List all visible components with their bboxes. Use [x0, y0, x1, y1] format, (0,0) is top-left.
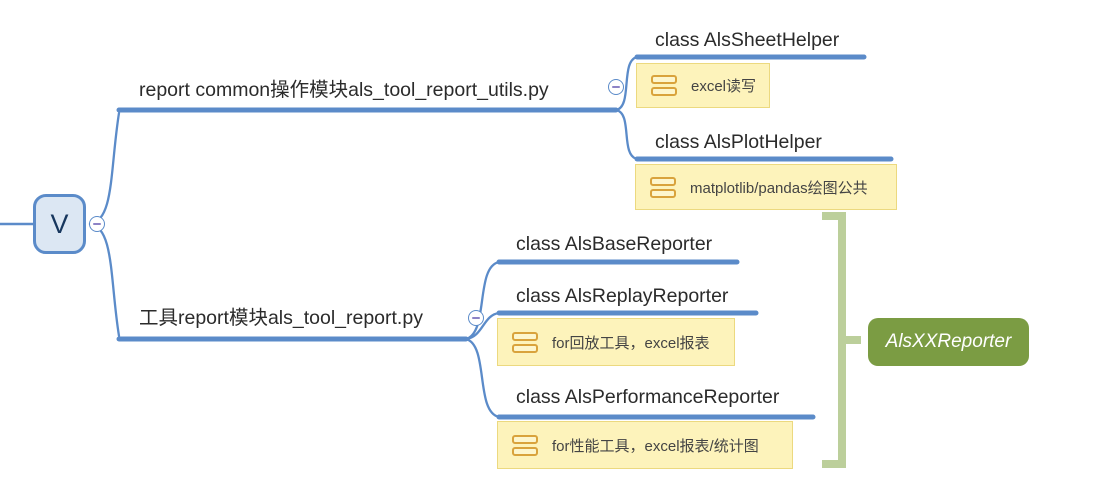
- summary-bracket: [822, 212, 846, 468]
- minus-icon: [472, 317, 480, 319]
- notes-icon: [512, 434, 538, 456]
- collapse-button-branch2[interactable]: [468, 310, 484, 326]
- note-matplotlib-pandas[interactable]: matplotlib/pandas绘图公共: [635, 164, 897, 210]
- note-excel-readwrite[interactable]: excel读写: [636, 63, 770, 108]
- topic-class-alsperformancereporter[interactable]: class AlsPerformanceReporter: [516, 386, 780, 408]
- root-topic[interactable]: V: [33, 194, 86, 254]
- note-text: for性能工具，excel报表/统计图: [552, 437, 759, 455]
- notes-icon: [512, 331, 538, 353]
- topic-class-alssheethelper[interactable]: class AlsSheetHelper: [655, 29, 840, 51]
- topic-class-alsreplayreporter[interactable]: class AlsReplayReporter: [516, 285, 729, 307]
- summary-topic-alsxxreporter[interactable]: AlsXXReporter: [868, 318, 1029, 366]
- minus-icon: [93, 223, 101, 225]
- edge-branch2-to-performancereporter: [464, 337, 501, 419]
- topic-report-module[interactable]: 工具report模块als_tool_report.py: [139, 307, 423, 329]
- notes-icon: [650, 176, 676, 198]
- edge-branch1-to-plothelper: [614, 108, 639, 161]
- summary-label-text: AlsXXReporter: [885, 331, 1012, 352]
- note-replay-tool[interactable]: for回放工具，excel报表: [497, 318, 735, 366]
- topic-report-utils-module[interactable]: report common操作模块als_tool_report_utils.p…: [139, 79, 549, 101]
- topic-class-alsbasereporter[interactable]: class AlsBaseReporter: [516, 233, 713, 255]
- topic-class-alsplothelper[interactable]: class AlsPlotHelper: [655, 131, 822, 153]
- note-text: for回放工具，excel报表: [552, 334, 710, 352]
- edge-branch2-to-replayreporter: [464, 311, 501, 341]
- edge-branch1-to-sheethelper: [614, 55, 639, 112]
- collapse-button-root[interactable]: [89, 216, 105, 232]
- edge-root-to-branch1: [88, 111, 121, 226]
- root-topic-label: V: [50, 208, 69, 239]
- edge-root-to-branch2: [88, 222, 121, 338]
- edge-branch2-to-basereporter: [464, 260, 501, 341]
- notes-icon: [651, 75, 677, 96]
- note-text: excel读写: [691, 78, 757, 95]
- collapse-button-branch1[interactable]: [608, 79, 624, 95]
- note-performance-tool[interactable]: for性能工具，excel报表/统计图: [497, 421, 793, 469]
- note-text: matplotlib/pandas绘图公共: [690, 179, 868, 197]
- minus-icon: [612, 86, 620, 88]
